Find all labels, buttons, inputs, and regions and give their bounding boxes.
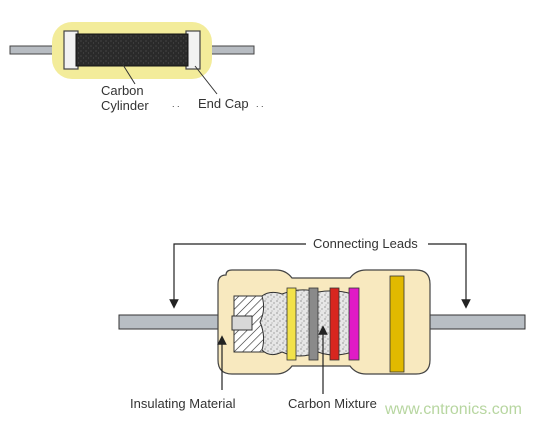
label-carbon-line2: Cylinder [101,98,149,113]
insulation-plug [231,315,253,331]
carbon-cylinder [75,33,189,67]
label-carbon-line1: Carbon [101,83,144,98]
bottom-right-lead [423,314,526,330]
connecting-leads-bracket [169,243,306,309]
watermark: www.cntronics.com [384,401,522,418]
top-right-lead [207,45,255,55]
bottom-resistor [118,243,526,394]
label-insulating-material: Insulating Material [130,396,236,411]
label-connecting-leads: Connecting Leads [313,236,418,251]
bottom-left-lead [118,314,222,330]
band-gray [308,287,319,361]
carbon-mixture [259,289,357,357]
top-left-lead [9,45,56,55]
carbon-pointer [119,59,136,85]
band-yellow [286,287,297,361]
label-carbon-mixture: Carbon Mixture [288,396,377,411]
top-resistor [9,22,255,95]
band-gold [389,275,405,373]
connecting-leads-bracket-right [428,243,471,309]
band-red [329,287,340,361]
label-end-cap: End Cap [198,96,249,111]
label-dots-a: . . [172,99,180,109]
label-dots-b: . . [256,99,264,109]
endcap-pointer [194,65,218,95]
band-magenta [348,287,360,361]
